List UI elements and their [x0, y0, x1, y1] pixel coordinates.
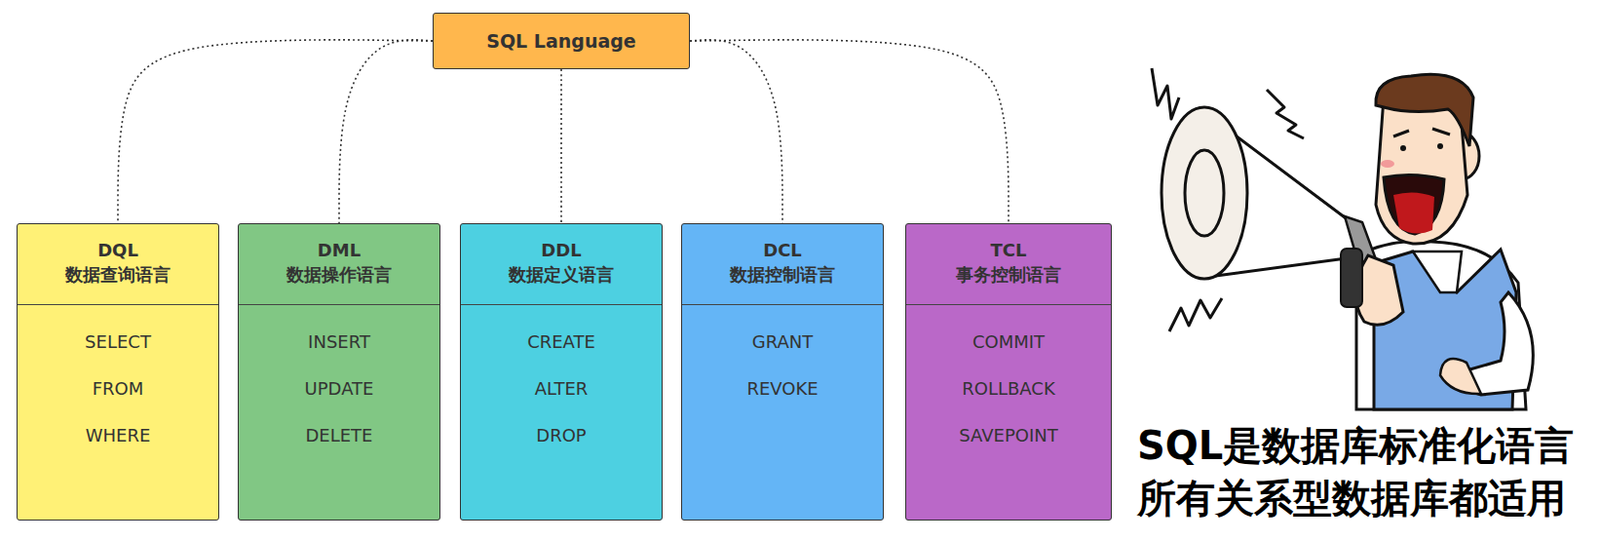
- megaphone-handle: [1340, 248, 1363, 307]
- tongue: [1393, 191, 1435, 233]
- sql-keyword: FROM: [17, 377, 219, 401]
- shout-mark: [1169, 298, 1222, 332]
- category-name: 数据查询语言: [17, 262, 219, 287]
- category-code: DCL: [682, 237, 883, 263]
- category-box: DQL数据查询语言 SELECT FROM WHERE: [16, 223, 220, 521]
- category-code: TCL: [906, 237, 1111, 263]
- slogan-text: 所有关系型数据库都适用: [1137, 473, 1566, 523]
- category-code: DML: [238, 237, 440, 263]
- box-heading: TCL事务控制语言: [906, 224, 1111, 305]
- category-box: DCL数据控制语言 GRANT REVOKE: [681, 223, 884, 521]
- root-title: SQL Language: [433, 13, 689, 69]
- box-body: CREATE ALTER DROP: [460, 304, 662, 448]
- box-body: COMMIT ROLLBACK SAVEPOINT: [906, 304, 1111, 448]
- category-code: DQL: [17, 237, 219, 263]
- hand: [1440, 358, 1482, 394]
- sql-keyword: COMMIT: [906, 330, 1111, 354]
- cheek: [1380, 159, 1395, 168]
- dotted-connector: [689, 39, 783, 224]
- dotted-connector: [117, 39, 433, 224]
- sql-keyword: WHERE: [17, 423, 219, 448]
- shout-mark: [1151, 68, 1180, 119]
- sql-keyword: SELECT: [17, 330, 219, 354]
- sql-keyword: ALTER: [460, 377, 662, 401]
- category-name: 数据控制语言: [682, 262, 883, 287]
- category-box: DML数据操作语言 INSERT UPDATE DELETE: [237, 223, 441, 521]
- sql-keyword: CREATE: [460, 330, 662, 354]
- open-mouth: [1383, 174, 1445, 234]
- dotted-connector: [560, 69, 563, 224]
- sql-keyword: GRANT: [682, 330, 883, 354]
- hair: [1375, 74, 1474, 147]
- box-heading: DCL数据控制语言: [682, 224, 883, 305]
- dotted-connector: [689, 39, 1009, 224]
- box-body: GRANT REVOKE: [682, 304, 883, 401]
- eyebrows: [1393, 128, 1450, 137]
- megaphone-mouth: [1161, 107, 1248, 279]
- slogan-text: SQL是数据库标准化语言: [1137, 420, 1574, 470]
- category-name: 数据定义语言: [460, 262, 662, 287]
- eye: [1437, 143, 1444, 150]
- sql-keyword: REVOKE: [682, 377, 883, 401]
- shout-mark: [1266, 89, 1304, 139]
- sql-keyword: SAVEPOINT: [906, 423, 1111, 448]
- sql-keyword: UPDATE: [238, 377, 440, 401]
- eye: [1400, 145, 1407, 152]
- dotted-connector: [339, 39, 433, 224]
- sql-keyword: ROLLBACK: [906, 377, 1111, 401]
- category-code: DDL: [460, 237, 662, 263]
- box-heading: DDL数据定义语言: [460, 224, 662, 305]
- sql-keyword: DROP: [460, 423, 662, 448]
- sql-keyword: INSERT: [238, 330, 440, 354]
- root-box: SQL Language: [432, 12, 690, 70]
- box-body: SELECT FROM WHERE: [17, 304, 219, 448]
- category-name: 事务控制语言: [906, 262, 1111, 287]
- category-box: DDL数据定义语言 CREATE ALTER DROP: [459, 223, 663, 521]
- box-body: INSERT UPDATE DELETE: [238, 304, 440, 448]
- category-name: 数据操作语言: [238, 262, 440, 287]
- box-heading: DQL数据查询语言: [17, 224, 219, 305]
- sql-keyword: DELETE: [238, 423, 440, 448]
- collar: [1412, 251, 1462, 293]
- box-heading: DML数据操作语言: [238, 224, 440, 305]
- category-box: TCL事务控制语言 COMMIT ROLLBACK SAVEPOINT: [905, 223, 1112, 521]
- megaphone-inner: [1184, 150, 1224, 236]
